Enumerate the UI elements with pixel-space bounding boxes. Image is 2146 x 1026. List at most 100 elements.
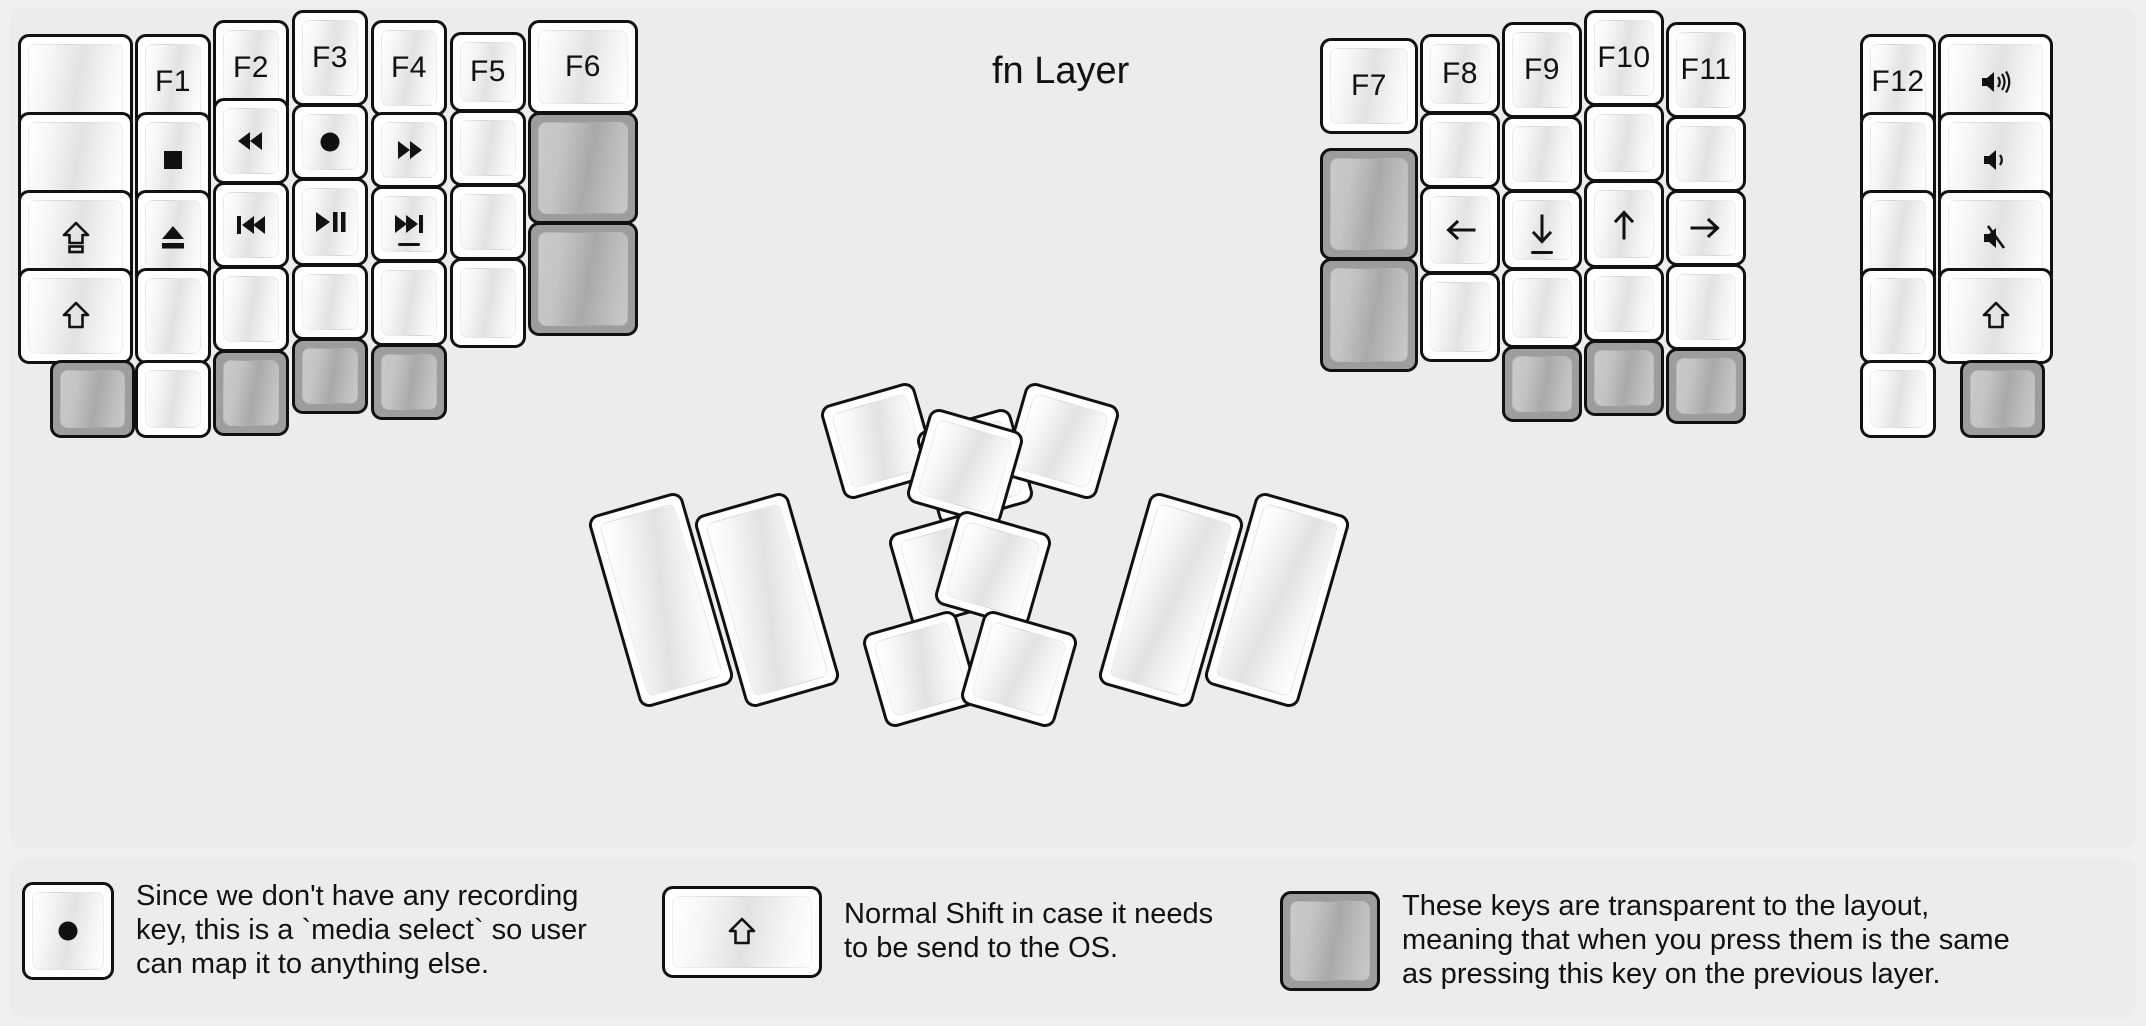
right-key-transparent[interactable] [1320,148,1418,260]
fast-forward-icon [389,130,429,170]
right-key[interactable] [1420,112,1500,188]
left-key[interactable] [450,258,526,348]
right-key-arrow-up[interactable] [1584,180,1664,268]
play-pause-icon [310,202,350,242]
prev-track-icon [231,205,271,245]
left-key-next-track[interactable] [371,186,447,262]
legend-record-swatch [22,881,114,980]
right-key[interactable] [1420,272,1500,362]
arrow-down-icon [1522,210,1562,250]
keycap-face [28,44,123,120]
keycap-label: F1 [154,65,191,98]
right-key-f7[interactable]: F7 [1320,38,1418,134]
right-key[interactable] [1502,268,1582,348]
left-key-record[interactable] [292,104,368,180]
left-key-f3[interactable]: F3 [292,10,368,106]
keycap-face: F9 [1512,32,1572,108]
shift-icon [722,912,762,952]
keycap-face [872,620,970,718]
keycap-face: F2 [223,30,279,106]
keycap-face [1012,392,1110,490]
keycap-face [32,891,104,970]
keycap-face [1430,282,1490,352]
legend-transparent-sample-transparent[interactable] [1280,890,1380,991]
right-key-transparent[interactable] [1666,348,1746,424]
keycap-face: F5 [460,42,516,102]
keycap-face [1676,274,1736,340]
keycap-face [1948,278,2043,354]
homing-bar [398,243,420,246]
right-key-f10[interactable]: F10 [1584,10,1664,106]
right-key-f8[interactable]: F8 [1420,34,1500,114]
right-key[interactable] [1666,264,1746,350]
left-key-transparent[interactable] [528,222,638,336]
right-key-transparent[interactable] [1584,340,1664,416]
right-key-transparent[interactable] [1502,346,1582,422]
left-key-transparent[interactable] [292,338,368,414]
keycap-face [381,270,437,336]
left-key-f5[interactable]: F5 [450,32,526,112]
right-key-arrow-down[interactable] [1502,190,1582,270]
left-key[interactable] [371,260,447,346]
keycap-face [1594,190,1654,258]
arrow-right-icon [1686,208,1726,248]
left-key-fast-forward[interactable] [371,112,447,188]
left-key-transparent[interactable] [50,360,135,438]
right-key-transparent[interactable] [1960,360,2045,438]
right-key-arrow-right[interactable] [1666,190,1746,266]
keycap-face [145,278,201,354]
right-key-f11[interactable]: F11 [1666,22,1746,118]
legend-shift-swatch [662,886,822,978]
right-key-transparent[interactable] [1320,258,1418,372]
arrow-left-icon [1440,210,1480,250]
shift-icon [1976,296,2016,336]
keycap-face: F12 [1870,44,1926,120]
keycap-face [381,122,437,178]
keycap-face [1948,122,2043,198]
left-key-transparent[interactable] [528,112,638,224]
keycap-face: F7 [1330,48,1408,124]
volume-down-icon [1976,140,2016,180]
keycap-face: F4 [381,30,437,106]
keycap-face [1594,350,1654,406]
right-key-arrow-left[interactable] [1420,186,1500,274]
left-key-shift[interactable] [18,268,133,364]
keycap-face [1594,114,1654,172]
left-key-rewind[interactable] [213,98,289,184]
keycap-label: F2 [232,51,269,84]
left-key-transparent[interactable] [213,350,289,436]
right-key[interactable] [1860,360,1936,438]
left-key[interactable] [450,110,526,186]
left-key[interactable] [135,360,211,438]
left-key[interactable] [135,268,211,364]
right-key[interactable] [1666,116,1746,192]
left-key[interactable] [450,184,526,260]
right-key-f9[interactable]: F9 [1502,22,1582,118]
keycap-face [944,520,1042,618]
legend-record-sample-record[interactable] [22,881,114,980]
keycap-face [302,348,358,404]
right-key-volume-down[interactable] [1938,112,2053,208]
left-key[interactable] [213,266,289,352]
left-key-prev-track[interactable] [213,182,289,268]
left-key-transparent[interactable] [371,344,447,420]
keycap-face [460,194,516,250]
right-key[interactable] [1584,104,1664,182]
left-key-f6[interactable]: F6 [528,20,638,114]
keycap-face [1330,158,1408,250]
right-key[interactable] [1860,268,1936,364]
right-key-shift[interactable] [1938,268,2053,364]
right-key[interactable] [1584,266,1664,342]
left-key[interactable] [292,264,368,340]
right-key[interactable] [1502,116,1582,192]
keycap-face [223,276,279,342]
arrow-up-icon [1604,204,1644,244]
legend-shift-sample-shift[interactable] [662,886,822,978]
left-key-play-pause[interactable] [292,178,368,266]
left-key-f4[interactable]: F4 [371,20,447,116]
keycap-label: F7 [1350,69,1387,102]
keycap-face [1676,200,1736,256]
keycap-face: F11 [1676,32,1736,108]
keycap-face [28,278,123,354]
legend-panel [10,858,2136,1018]
